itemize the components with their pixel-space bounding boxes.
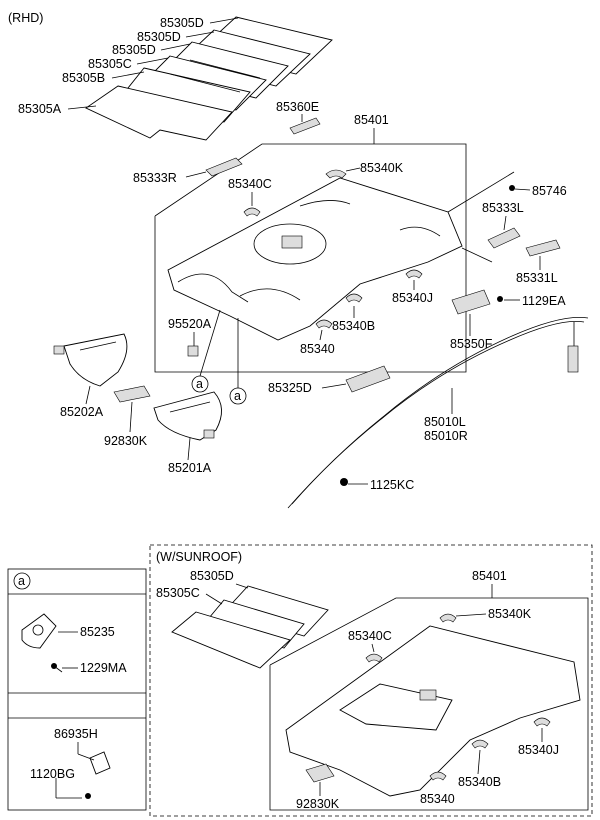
sunroof-part-85340C <box>365 653 383 663</box>
label-95520A: 95520A <box>168 317 212 331</box>
part-85201A-sunvisor <box>153 391 222 441</box>
label-85010L: 85010L <box>424 415 466 429</box>
sunroof-label-85340J: 85340J <box>518 743 559 757</box>
label-85340J: 85340J <box>392 291 433 305</box>
part-85333R <box>205 157 243 177</box>
part-85325D <box>345 365 391 393</box>
part-85010-curtain-airbag <box>287 317 589 509</box>
sunroof-label-85340K: 85340K <box>488 607 532 621</box>
part-85340C <box>243 207 261 217</box>
sunroof-pad-strips <box>171 585 329 669</box>
part-1229MA-screw <box>51 663 63 673</box>
sunroof-label-92830K: 92830K <box>296 797 340 811</box>
part-85202A-sunvisor <box>53 333 128 387</box>
label-85340K: 85340K <box>360 161 404 175</box>
label-85340C: 85340C <box>228 177 272 191</box>
label-85746: 85746 <box>532 184 567 198</box>
part-85360E <box>289 117 321 135</box>
label-85333R: 85333R <box>133 171 177 185</box>
label-85340B: 85340B <box>332 319 375 333</box>
detail-a-box <box>7 568 147 811</box>
part-1129EA-screw <box>497 296 503 302</box>
detail-marker-a-2-text: a <box>234 389 241 403</box>
part-85340J <box>405 269 423 279</box>
label-85202A: 85202A <box>60 405 104 419</box>
detail-marker-a-1-text: a <box>196 377 203 391</box>
label-85360E: 85360E <box>276 100 319 114</box>
label-1120BG: 1120BG <box>30 767 75 781</box>
part-85340 <box>315 319 333 329</box>
label-1229MA: 1229MA <box>80 661 127 675</box>
variant-rhd-label: (RHD) <box>8 11 43 25</box>
label-85331L: 85331L <box>516 271 558 285</box>
sunroof-label-85340: 85340 <box>420 792 455 806</box>
part-95520A <box>187 345 199 357</box>
label-85235: 85235 <box>80 625 115 639</box>
headliner-panel <box>167 177 463 341</box>
headliner-pad-strips <box>85 16 333 141</box>
detail-a-header-marker <box>13 572 31 590</box>
headliner-group-outline <box>154 143 467 373</box>
sunroof-label-85340C: 85340C <box>348 629 392 643</box>
label-85305D-1: 85305D <box>160 16 204 30</box>
label-85201A: 85201A <box>168 461 212 475</box>
label-85010R: 85010R <box>424 429 468 443</box>
label-85305D-3: 85305D <box>112 43 156 57</box>
sunroof-section-outline <box>149 544 593 817</box>
label-92830K: 92830K <box>104 434 148 448</box>
sunroof-part-92830K <box>305 763 335 783</box>
part-92830K-lamp <box>113 385 151 403</box>
part-86935H-clip <box>77 742 111 775</box>
sunroof-headliner-panel <box>285 625 581 797</box>
label-1129EA: 1129EA <box>522 294 566 308</box>
variant-sunroof-label: (W/SUNROOF) <box>156 550 242 564</box>
part-85235-bracket <box>21 613 57 649</box>
label-1125KC: 1125KC <box>370 478 414 492</box>
sunroof-label-85305D: 85305D <box>190 569 234 583</box>
sunroof-label-85401: 85401 <box>472 569 507 583</box>
part-1125KC-bolt <box>340 478 348 486</box>
label-85305B: 85305B <box>62 71 105 85</box>
part-85350F <box>451 289 491 315</box>
label-85340: 85340 <box>300 342 335 356</box>
label-85305A: 85305A <box>18 102 62 116</box>
sunroof-headliner-group-outline <box>269 597 589 811</box>
part-85340B <box>345 293 363 303</box>
sunroof-label-85305C: 85305C <box>156 586 200 600</box>
label-85401: 85401 <box>354 113 389 127</box>
detail-a-header-text: a <box>18 574 25 588</box>
sunroof-part-85340K <box>439 613 457 623</box>
part-85331L <box>525 239 561 257</box>
label-85350F: 85350F <box>450 337 493 351</box>
label-85325D: 85325D <box>268 381 312 395</box>
label-85305C: 85305C <box>88 57 132 71</box>
part-85340K <box>325 169 347 179</box>
sunroof-part-85340J <box>533 717 551 727</box>
part-85746-clip <box>509 185 515 191</box>
sunroof-part-85340 <box>429 771 447 781</box>
label-86935H: 86935H <box>54 727 98 741</box>
part-1120BG-bolt <box>55 778 91 799</box>
sunroof-part-85340B <box>471 739 489 749</box>
label-85305D-2: 85305D <box>137 30 181 44</box>
sunroof-label-85340B: 85340B <box>458 775 501 789</box>
part-85333L <box>487 227 521 249</box>
label-85333L: 85333L <box>482 201 524 215</box>
